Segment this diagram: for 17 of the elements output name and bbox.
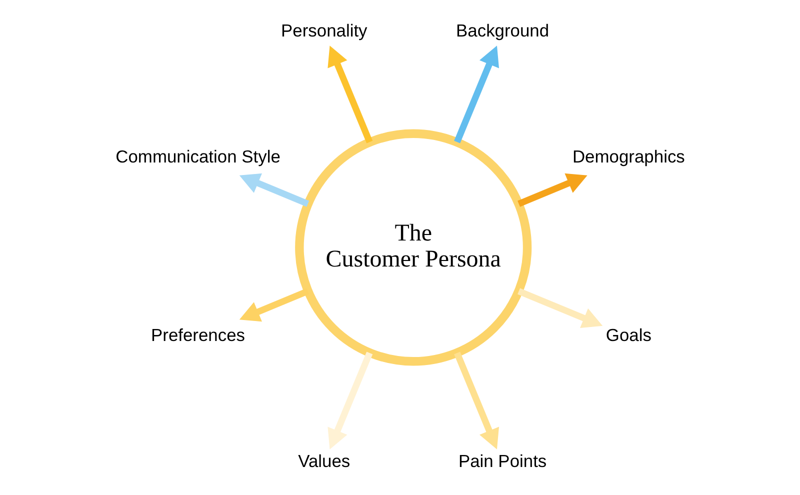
node-text: Pain Points	[458, 450, 547, 471]
arrow	[328, 352, 373, 450]
node-text: Values	[298, 450, 350, 471]
node-text: Background	[456, 20, 550, 40]
arrow	[518, 288, 603, 328]
arrow	[518, 173, 588, 207]
node-text: Personality	[281, 20, 368, 40]
arrow	[328, 46, 373, 144]
node-circle: The Customer Persona	[295, 129, 532, 366]
node-text: Demographics	[572, 146, 685, 166]
arrow	[454, 352, 500, 450]
node-text: Goals	[606, 324, 652, 345]
arrow	[454, 46, 500, 144]
node-text: Preferences	[151, 324, 246, 345]
arrow	[239, 173, 310, 207]
node-text: Communication Style	[116, 146, 280, 166]
arrow	[239, 288, 310, 322]
